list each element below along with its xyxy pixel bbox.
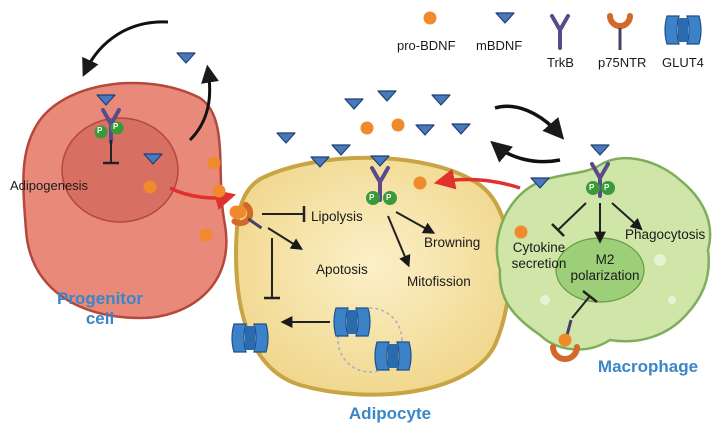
phospho-label: P [386, 193, 392, 202]
macrophage-trkb-receptor [586, 144, 615, 198]
cytokine-line1: Cytokine [512, 240, 566, 255]
phospho-label: P [369, 193, 375, 202]
mitofission-arrow [387, 215, 411, 268]
macrophage-title: Macrophage [597, 357, 699, 376]
phospho-label: P [97, 126, 103, 135]
cytokine-inhibition [557, 202, 587, 231]
browning-arrow [395, 211, 436, 234]
progenitor-trkb-receptor [94, 94, 124, 144]
macrophage-vacuole [668, 296, 676, 304]
pro-bdnf-legend-label: pro-BDNF [397, 38, 456, 53]
progenitor-title-line1: Progenitor [57, 289, 143, 308]
progenitor-to-adipocyte-arrow [169, 186, 237, 210]
legend-icons [423, 11, 702, 50]
vesicle-ring [337, 307, 403, 373]
adipocyte-title: Adipocyte [348, 404, 432, 423]
m2-line1: M2 [595, 252, 615, 267]
mbdnf-legend-label: mBDNF [476, 38, 523, 53]
apotosis-label: Apotosis [316, 262, 368, 277]
phagocytosis-label: Phagocytosis [625, 227, 706, 242]
pro-bdnf-legend-icon [423, 11, 437, 25]
crosstalk-arrow [494, 104, 565, 140]
mbdnf-legend-icon [495, 12, 515, 24]
phospho-label: P [589, 183, 595, 192]
glut4-legend-icon [664, 15, 702, 45]
macrophage-cell [495, 156, 712, 351]
m2-polarization-label: M2 polarization [560, 253, 650, 282]
p75ntr-legend-label: p75NTR [598, 55, 647, 70]
progenitor-cell-title: Progenitor cell [40, 290, 160, 327]
m2-line2: polarization [570, 267, 640, 283]
phagocytosis-arrow [611, 202, 643, 231]
apotosis-arrow [267, 227, 304, 250]
trkb-legend-icon [550, 14, 570, 50]
progenitor-cell [22, 81, 228, 320]
phospho-label: P [113, 122, 119, 131]
secretion-arrow [82, 20, 169, 77]
cytokine-line2: secretion [511, 255, 567, 271]
crosstalk-arrow [490, 140, 561, 164]
macrophage-to-adipocyte-arrow [433, 168, 521, 190]
bound-pro-bdnf [558, 333, 572, 347]
progenitor-nucleus [61, 117, 179, 223]
lipolysis-label: Lipolysis [311, 209, 363, 224]
mitofission-label: Mitofission [407, 274, 471, 289]
macrophage-vacuole [540, 295, 550, 305]
m2-inhibition [571, 295, 591, 319]
glut4-legend-label: GLUT4 [662, 55, 704, 70]
browning-label: Browning [424, 235, 481, 250]
macrophage-vacuole [654, 254, 666, 266]
phospho-label: P [604, 183, 610, 192]
adipogenesis-label: Adipogenesis [10, 178, 89, 193]
bound-pro-bdnf [233, 205, 247, 219]
trkb-legend-label: TrkB [547, 55, 574, 70]
progenitor-title-line2: cell [85, 309, 115, 328]
p75ntr-legend-icon [607, 13, 633, 50]
cytokine-secretion-label: Cytokine secretion [507, 241, 571, 270]
secretion-arrow [188, 64, 219, 142]
adipocyte-trkb-receptor [366, 155, 397, 205]
